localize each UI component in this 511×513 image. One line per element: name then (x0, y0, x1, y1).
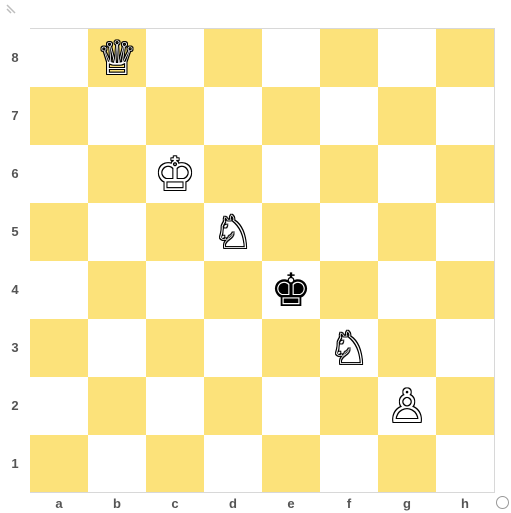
square-b4[interactable] (88, 261, 146, 319)
file-label-f: f (320, 496, 378, 511)
square-c2[interactable] (146, 377, 204, 435)
square-a2[interactable] (30, 377, 88, 435)
square-a1[interactable] (30, 435, 88, 493)
white-knight-icon[interactable]: ♘ (212, 209, 253, 255)
square-g7[interactable] (378, 87, 436, 145)
file-label-e: e (262, 496, 320, 511)
square-h8[interactable] (436, 29, 494, 87)
square-e8[interactable] (262, 29, 320, 87)
rank-label-7: 7 (8, 108, 22, 123)
square-a6[interactable] (30, 145, 88, 203)
square-c6[interactable]: ♔ (146, 145, 204, 203)
square-e7[interactable] (262, 87, 320, 145)
rank-label-3: 3 (8, 340, 22, 355)
square-c8[interactable] (146, 29, 204, 87)
square-e4[interactable]: ♚ (262, 261, 320, 319)
square-d3[interactable] (204, 319, 262, 377)
square-f1[interactable] (320, 435, 378, 493)
square-c3[interactable] (146, 319, 204, 377)
square-g1[interactable] (378, 435, 436, 493)
square-b3[interactable] (88, 319, 146, 377)
square-e3[interactable] (262, 319, 320, 377)
rank-label-5: 5 (8, 224, 22, 239)
square-d8[interactable] (204, 29, 262, 87)
file-label-a: a (30, 496, 88, 511)
square-e1[interactable] (262, 435, 320, 493)
square-g6[interactable] (378, 145, 436, 203)
square-b6[interactable] (88, 145, 146, 203)
square-d6[interactable] (204, 145, 262, 203)
square-f2[interactable] (320, 377, 378, 435)
square-c4[interactable] (146, 261, 204, 319)
black-king-icon[interactable]: ♚ (270, 267, 311, 313)
square-e6[interactable] (262, 145, 320, 203)
rank-label-4: 4 (8, 282, 22, 297)
square-a5[interactable] (30, 203, 88, 261)
file-label-b: b (88, 496, 146, 511)
rank-label-8: 8 (8, 50, 22, 65)
square-f5[interactable] (320, 203, 378, 261)
square-b8[interactable]: ♕ (88, 29, 146, 87)
rank-label-6: 6 (8, 166, 22, 181)
square-h5[interactable] (436, 203, 494, 261)
square-d7[interactable] (204, 87, 262, 145)
square-b5[interactable] (88, 203, 146, 261)
square-e2[interactable] (262, 377, 320, 435)
file-label-c: c (146, 496, 204, 511)
square-h1[interactable] (436, 435, 494, 493)
white-king-icon[interactable]: ♔ (154, 151, 195, 197)
square-e5[interactable] (262, 203, 320, 261)
square-b2[interactable] (88, 377, 146, 435)
square-g5[interactable] (378, 203, 436, 261)
square-c1[interactable] (146, 435, 204, 493)
square-a3[interactable] (30, 319, 88, 377)
square-h4[interactable] (436, 261, 494, 319)
square-c5[interactable] (146, 203, 204, 261)
square-f8[interactable] (320, 29, 378, 87)
white-knight-icon[interactable]: ♘ (328, 325, 369, 371)
square-g8[interactable] (378, 29, 436, 87)
square-g4[interactable] (378, 261, 436, 319)
rank-label-1: 1 (8, 456, 22, 471)
square-d4[interactable] (204, 261, 262, 319)
file-label-h: h (436, 496, 494, 511)
radio-circle-icon[interactable] (496, 496, 509, 509)
file-label-d: d (204, 496, 262, 511)
white-queen-icon[interactable]: ♕ (96, 35, 137, 81)
file-label-g: g (378, 496, 436, 511)
square-g2[interactable]: ♙ (378, 377, 436, 435)
square-h6[interactable] (436, 145, 494, 203)
square-a8[interactable] (30, 29, 88, 87)
square-h7[interactable] (436, 87, 494, 145)
square-h2[interactable] (436, 377, 494, 435)
resize-handle-glyph (4, 2, 18, 16)
square-a4[interactable] (30, 261, 88, 319)
square-d1[interactable] (204, 435, 262, 493)
square-b1[interactable] (88, 435, 146, 493)
square-d5[interactable]: ♘ (204, 203, 262, 261)
square-f3[interactable]: ♘ (320, 319, 378, 377)
square-f7[interactable] (320, 87, 378, 145)
square-f4[interactable] (320, 261, 378, 319)
board-bottom-border (30, 492, 495, 493)
square-f6[interactable] (320, 145, 378, 203)
rank-label-2: 2 (8, 398, 22, 413)
square-h3[interactable] (436, 319, 494, 377)
square-g3[interactable] (378, 319, 436, 377)
chess-board[interactable]: ♕ ♔ ♘ ♚ ♘ ♙ (30, 28, 495, 493)
square-d2[interactable] (204, 377, 262, 435)
square-b7[interactable] (88, 87, 146, 145)
white-pawn-icon[interactable]: ♙ (386, 383, 427, 429)
square-a7[interactable] (30, 87, 88, 145)
square-c7[interactable] (146, 87, 204, 145)
resize-handle-icon[interactable] (4, 2, 20, 18)
